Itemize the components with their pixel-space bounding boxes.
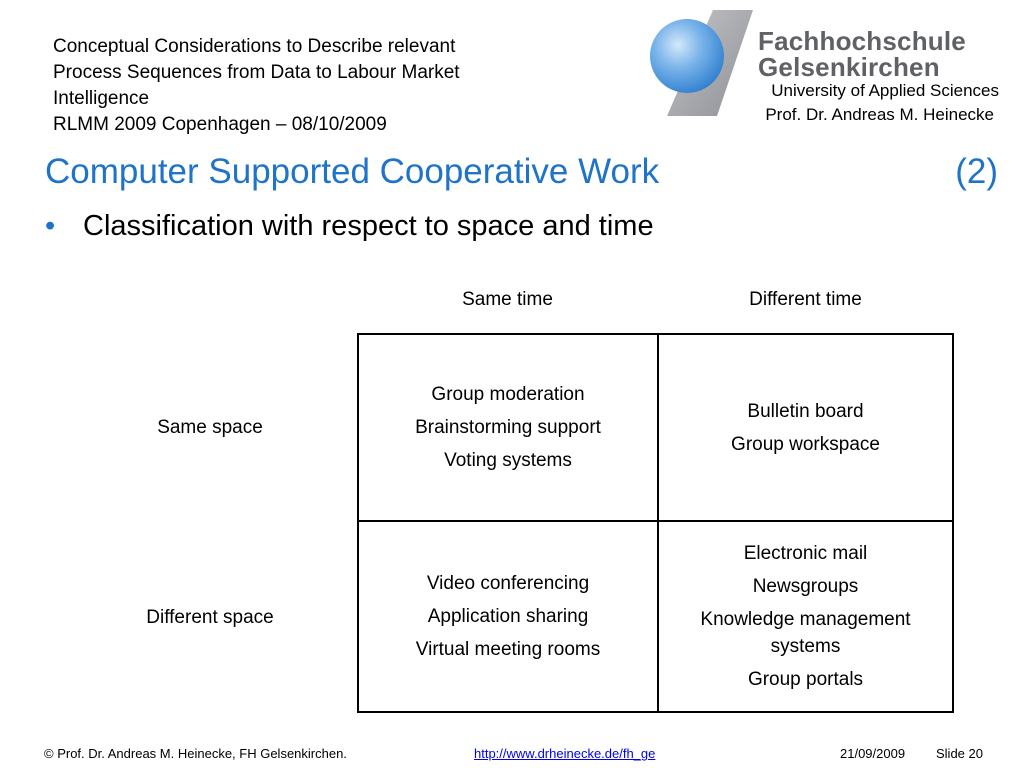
footer-copyright: © Prof. Dr. Andreas M. Heinecke, FH Gels… <box>44 746 347 761</box>
cell-item: Group portals <box>747 669 864 690</box>
university-subtitle: University of Applied Sciences <box>771 81 999 100</box>
cell-item: Virtual meeting rooms <box>415 639 601 660</box>
cell-item: Group moderation <box>431 384 585 405</box>
logo-wordmark: Fachhochschule Gelsenkirchen <box>758 28 966 80</box>
slide-title: Computer Supported Cooperative Work <box>45 152 660 191</box>
logo-line-1: Fachhochschule <box>758 26 966 56</box>
cell-item: Voting systems <box>444 450 572 471</box>
slide-part-number: (2) <box>955 152 998 191</box>
classification-matrix: Group moderation Brainstorming support V… <box>357 333 954 713</box>
cell-item: Electronic mail <box>743 543 868 564</box>
footer-slide-number: Slide 20 <box>936 746 983 761</box>
header-line-3: Intelligence <box>53 88 150 109</box>
header-line-1: Conceptual Considerations to Describe re… <box>53 36 456 57</box>
matrix-horizontal-divider <box>359 520 952 522</box>
cell-item: Knowledge management systems <box>700 609 911 657</box>
cell-item: Application sharing <box>427 606 589 627</box>
bullet-point: • Classification with respect to space an… <box>45 206 654 246</box>
column-header-same-time: Same time <box>462 289 553 310</box>
author-name: Prof. Dr. Andreas M. Heinecke <box>765 105 994 124</box>
header-line-2: Process Sequences from Data to Labour Ma… <box>53 62 460 83</box>
column-header-different-time: Different time <box>749 289 862 310</box>
cell-item: Bulletin board <box>747 400 864 422</box>
row-header-different-space: Different space <box>146 607 274 628</box>
matrix-vertical-divider <box>657 335 659 711</box>
cell-item: Group workspace <box>731 433 880 455</box>
footer-website-link[interactable]: http://www.drheinecke.de/fh_ge <box>474 746 656 761</box>
logo-line-2: Gelsenkirchen <box>758 52 940 82</box>
cell-different-space-same-time: Video conferencing Application sharing V… <box>359 522 657 711</box>
cell-item: Newsgroups <box>752 576 859 597</box>
bullet-text: Classification with respect to space and… <box>83 210 654 242</box>
cell-same-space-same-time: Group moderation Brainstorming support V… <box>359 335 657 520</box>
bullet-dot: • <box>45 210 56 242</box>
university-logo <box>650 10 753 116</box>
cell-different-space-different-time: Electronic mail Newsgroups Knowledge man… <box>659 522 952 711</box>
row-header-same-space: Same space <box>157 417 263 438</box>
footer-date: 21/09/2009 <box>840 746 906 761</box>
header-line-4: RLMM 2009 Copenhagen – 08/10/2009 <box>53 114 387 135</box>
cell-item: Video conferencing <box>426 573 590 594</box>
cell-same-space-different-time: Bulletin board Group workspace <box>659 335 952 520</box>
presentation-header: Conceptual Considerations to Describe re… <box>53 34 613 138</box>
cell-item: Brainstorming support <box>415 417 601 438</box>
logo-sphere-shape <box>650 19 724 93</box>
